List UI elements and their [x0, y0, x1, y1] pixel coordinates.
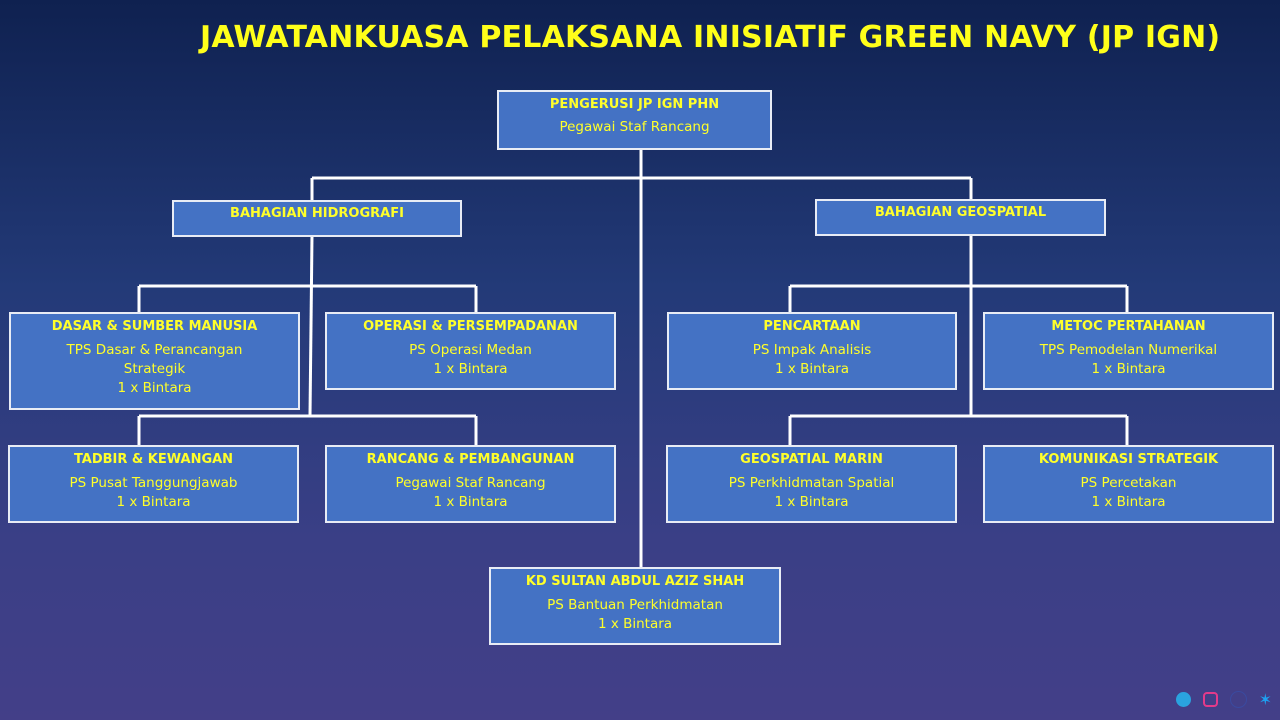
- department-box-geospatial: BAHAGIAN GEOSPATIAL: [815, 199, 1106, 236]
- unit-box-metoc: METOC PERTAHANAN TPS Pemodelan Numerikal…: [983, 312, 1274, 390]
- unit-title: OPERASI & PERSEMPADANAN: [363, 319, 578, 334]
- unit-line: 1 x Bintara: [433, 494, 508, 510]
- unit-box-rancang: RANCANG & PEMBANGUNAN Pegawai Staf Ranca…: [325, 445, 616, 523]
- unit-box-operasi: OPERASI & PERSEMPADANAN PS Operasi Medan…: [325, 312, 616, 390]
- twitter-icon[interactable]: ✶: [1258, 690, 1272, 709]
- social-icons: ✶: [1175, 690, 1272, 709]
- base-title: KD SULTAN ABDUL AZIZ SHAH: [525, 574, 745, 589]
- unit-line: PS Operasi Medan: [409, 342, 532, 358]
- unit-box-tadbir: TADBIR & KEWANGAN PS Pusat Tanggungjawab…: [8, 445, 299, 523]
- instagram-icon[interactable]: [1202, 692, 1218, 707]
- unit-line: TPS Pemodelan Numerikal: [1039, 342, 1218, 358]
- unit-line: PS Percetakan: [1080, 475, 1177, 491]
- unit-line: PS Perkhidmatan Spatial: [728, 475, 895, 491]
- unit-box-komunikasi: KOMUNIKASI STRATEGIK PS Percetakan 1 x B…: [983, 445, 1274, 523]
- unit-title: METOC PERTAHANAN: [1051, 319, 1206, 334]
- unit-box-geospatial-marin: GEOSPATIAL MARIN PS Perkhidmatan Spatial…: [666, 445, 957, 523]
- unit-title: PENCARTAAN: [763, 319, 861, 334]
- unit-title: KOMUNIKASI STRATEGIK: [1038, 452, 1219, 467]
- base-line: 1 x Bintara: [597, 616, 673, 632]
- department-box-hidrografi: BAHAGIAN HIDROGRAFI: [172, 200, 462, 237]
- root-box: PENGERUSI JP IGN PHN Pegawai Staf Rancan…: [497, 90, 772, 150]
- department-title: BAHAGIAN HIDROGRAFI: [230, 206, 404, 221]
- unit-title: DASAR & SUMBER MANUSIA: [51, 319, 258, 334]
- unit-line: TPS Dasar & Perancangan: [66, 342, 243, 358]
- threads-icon[interactable]: [1229, 691, 1247, 708]
- unit-title: RANCANG & PEMBANGUNAN: [366, 452, 575, 467]
- page-title: JAWATANKUASA PELAKSANA INISIATIF GREEN N…: [200, 20, 1221, 55]
- unit-line: 1 x Bintara: [433, 361, 508, 377]
- unit-line: Strategik: [123, 361, 186, 377]
- unit-line: 1 x Bintara: [116, 494, 191, 510]
- hidrografi-line: [308, 234, 314, 417]
- unit-line: PS Pusat Tanggungjawab: [69, 475, 238, 491]
- unit-line: 1 x Bintara: [774, 494, 849, 510]
- unit-line: Pegawai Staf Rancang: [395, 475, 546, 491]
- unit-line: 1 x Bintara: [117, 380, 192, 396]
- unit-title: TADBIR & KEWANGAN: [73, 452, 234, 467]
- base-line: PS Bantuan Perkhidmatan: [547, 597, 723, 613]
- unit-box-dasar: DASAR & SUMBER MANUSIA TPS Dasar & Peran…: [9, 312, 300, 410]
- unit-line: PS Impak Analisis: [752, 342, 872, 358]
- unit-line: 1 x Bintara: [1091, 361, 1166, 377]
- telegram-icon[interactable]: [1175, 692, 1191, 707]
- unit-title: GEOSPATIAL MARIN: [740, 452, 883, 467]
- unit-box-pencartaan: PENCARTAAN PS Impak Analisis 1 x Bintara: [667, 312, 957, 390]
- root-line: Pegawai Staf Rancang: [559, 119, 710, 135]
- root-title: PENGERUSI JP IGN PHN: [549, 97, 720, 112]
- unit-line: 1 x Bintara: [774, 361, 850, 377]
- department-title: BAHAGIAN GEOSPATIAL: [874, 205, 1047, 220]
- unit-line: 1 x Bintara: [1091, 494, 1166, 510]
- base-box: KD SULTAN ABDUL AZIZ SHAH PS Bantuan Per…: [489, 567, 781, 645]
